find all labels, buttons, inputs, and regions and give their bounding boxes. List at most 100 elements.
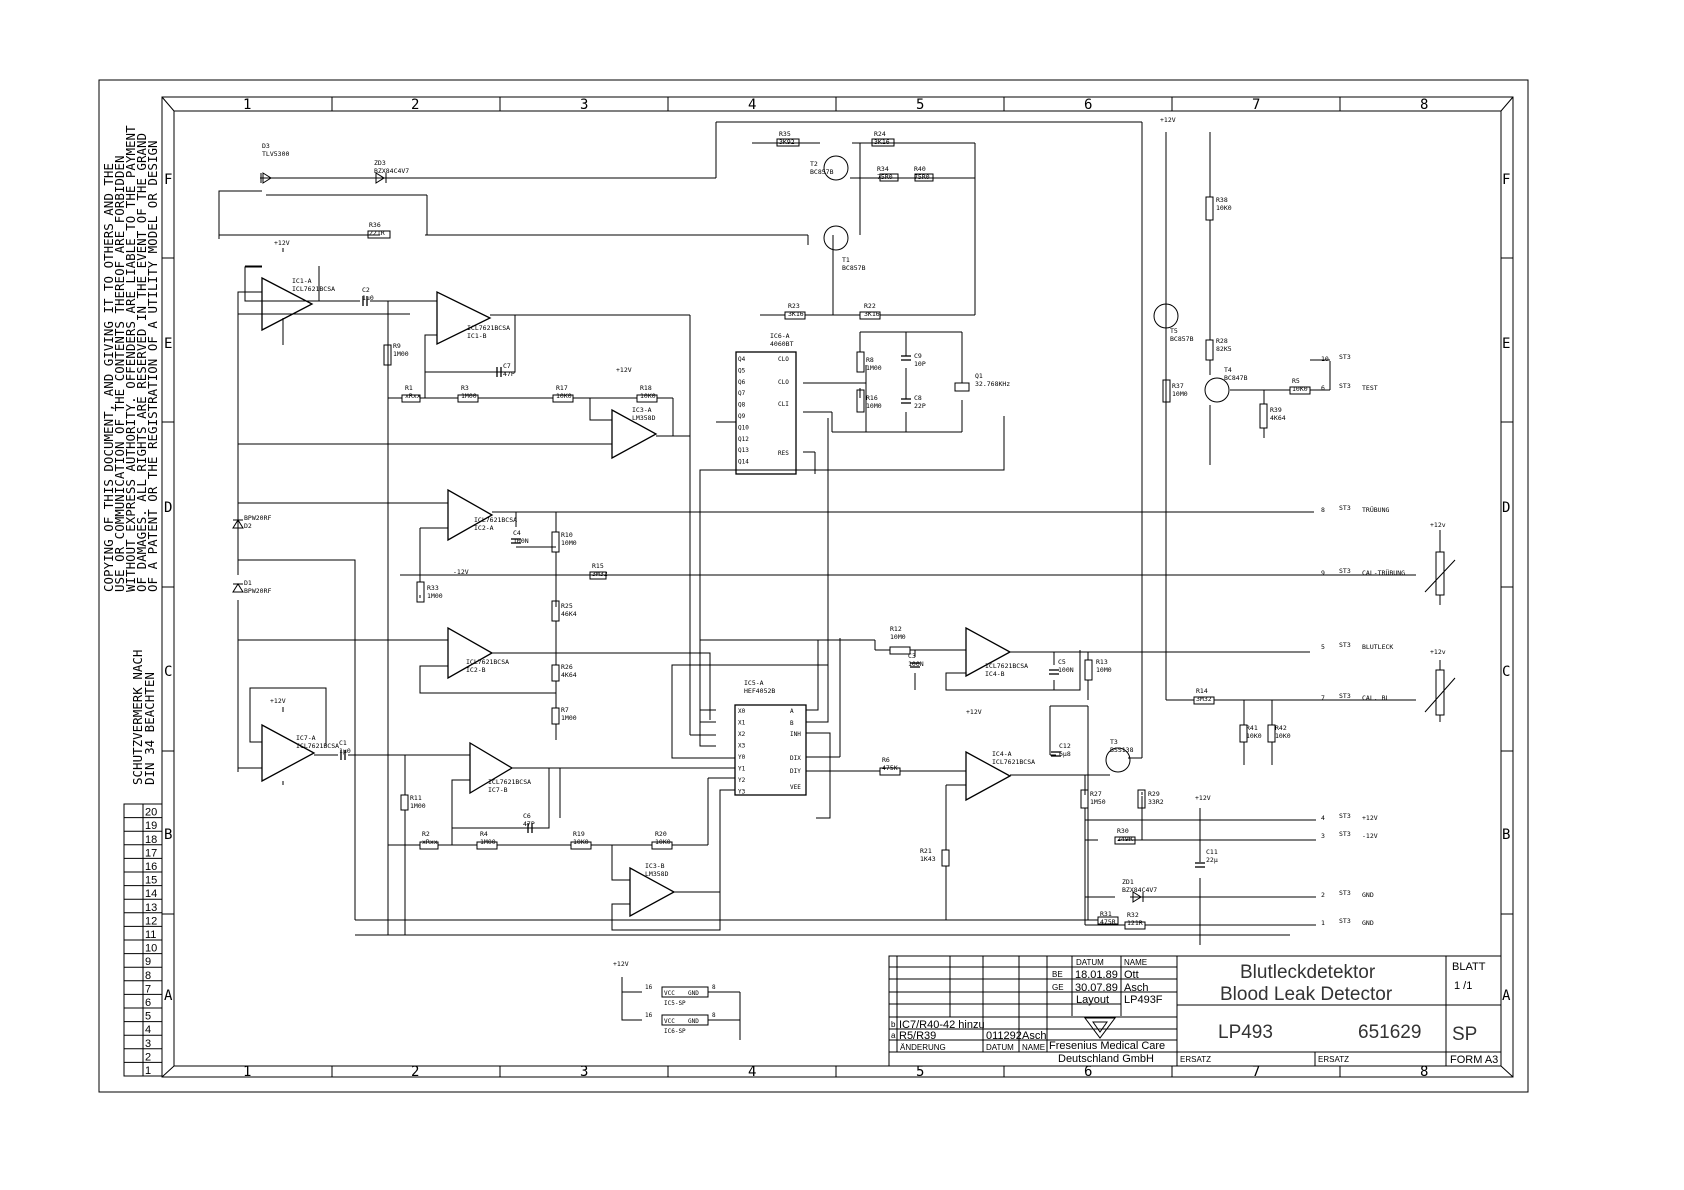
hdr-name-2: NAME — [1022, 1043, 1045, 1052]
label-ic3a-name: IC3-A — [632, 406, 652, 414]
label-r41-ref: R41 — [1246, 724, 1258, 732]
label-r34-ref: R34 — [877, 165, 889, 173]
capacitor-c2 — [362, 296, 368, 306]
connector-1-signal: TEST — [1362, 384, 1378, 392]
col-top-6: 6 — [1084, 97, 1092, 113]
resistor-r19 — [570, 841, 592, 850]
opamp-ic1b — [436, 290, 492, 346]
label-d1-value: BPW20RF — [244, 587, 271, 595]
ic6-pin-q7: Q7 — [738, 390, 746, 397]
label-r10-value: 10M0 — [561, 539, 577, 547]
capacitor-c6 — [527, 823, 533, 833]
label-zd3-value: BZX84C4V7 — [374, 167, 409, 175]
row-right-B: B — [1502, 827, 1510, 843]
label-r26-ref: R26 — [561, 663, 573, 671]
supply-pos-7: +12V — [1160, 116, 1176, 124]
label-r25-value: 46K4 — [561, 610, 577, 618]
col-bot-1: 1 — [243, 1064, 251, 1080]
label-c3-value: 100N — [908, 660, 924, 668]
supply-pos-3: +12V — [270, 697, 286, 705]
ic5-pin-y3: Y3 — [738, 789, 746, 796]
resistor-r28 — [1205, 339, 1214, 361]
capacitor-c4 — [511, 538, 521, 544]
diodes — [232, 172, 1144, 903]
label-d3-value: TLV5300 — [262, 150, 289, 158]
label-r6-ref: R6 — [882, 756, 890, 764]
ic5-pin-y2: Y2 — [738, 777, 746, 784]
transistor-t3 — [1105, 747, 1131, 773]
label-ic7b-part: IC7-B — [488, 786, 508, 794]
label-ic3b-part: LM358D — [645, 870, 669, 878]
connector-8-signal: GND — [1362, 891, 1374, 899]
connector-1-ref: ST3 — [1339, 382, 1351, 390]
label-t2-value: BC857B — [810, 168, 834, 176]
label-c11-value: 22µ — [1206, 856, 1218, 864]
resistors — [367, 138, 1311, 930]
ic5-pin-y1: Y1 — [738, 766, 746, 773]
row-left-C: C — [164, 664, 172, 680]
power-boxes: 16 VCC GND 8 IC5-SP 16 VCC GND 8 IC6-SP — [645, 984, 716, 1035]
label-r10-ref: R10 — [561, 531, 573, 539]
col-bot-4: 4 — [748, 1064, 756, 1080]
zener-zd1 — [1132, 891, 1144, 903]
label-ic6-part: 4060BT — [770, 340, 794, 348]
ic5-pin-right-inh: INH — [790, 731, 801, 738]
resistor-r33 — [416, 581, 425, 603]
ic6-pin-right-2: CLI — [778, 401, 789, 408]
capacitor-c5 — [1049, 669, 1059, 675]
label-c6-ref: C6 — [523, 812, 531, 820]
label-t1-value: BC857B — [842, 264, 866, 272]
capacitor-c8 — [901, 398, 911, 404]
label-d1-ref: D1 — [244, 579, 252, 587]
power-box-ic5-gnd: GND — [688, 990, 699, 997]
ic-labels: IC1-AICL7621BCSAICL7621BCSAIC1-BIC3-ALM3… — [292, 277, 1035, 878]
revision-index-15: 15 — [145, 875, 157, 887]
label-r23-ref: R23 — [788, 302, 800, 310]
resistor-r21 — [941, 849, 950, 867]
label-r15-value: 3M32 — [592, 570, 608, 578]
col-bot-6: 6 — [1084, 1064, 1092, 1080]
label-t1-ref: T1 — [842, 256, 850, 264]
label-r12-ref: R12 — [890, 625, 902, 633]
revision-index-18: 18 — [145, 834, 157, 846]
blatt-label: BLATT — [1452, 961, 1486, 973]
ic5-pin-right-a: A — [790, 708, 794, 715]
supply-pos-0: +12V — [274, 239, 290, 247]
label-r19-ref: R19 — [573, 830, 585, 838]
revision-index-6: 6 — [145, 997, 151, 1009]
ic6-pin-q9: Q9 — [738, 413, 746, 420]
hdr-name: NAME — [1124, 958, 1147, 967]
title-block: DATUM NAME BE 18.01.89 Ott GE 30.07.89 A… — [888, 955, 1502, 1067]
supply-pos-4: +12V — [966, 708, 982, 716]
label-r16-value: 10M0 — [866, 402, 882, 410]
label-zd1-ref: ZD1 — [1122, 878, 1134, 886]
label-t2-ref: T2 — [810, 160, 818, 168]
opamp-ic4b — [965, 626, 1012, 678]
resistors-vertical — [383, 196, 1276, 867]
label-r41-value: 10K0 — [1246, 732, 1262, 740]
label-r33-value: 1M00 — [427, 592, 443, 600]
rev-a-date: 011292 — [986, 1030, 1022, 1042]
resistor-r11 — [400, 794, 409, 811]
label-r5-ref: R5 — [1292, 377, 1300, 385]
connector-5-signal: CAL. BL — [1362, 694, 1389, 702]
ic6-pin-q12: Q12 — [738, 436, 749, 443]
label-r36-value: 221R — [369, 229, 385, 237]
label-d2-value: D2 — [244, 522, 252, 530]
label-c1-value: 1µ0 — [339, 747, 351, 755]
connector-2-num: 8 — [1321, 506, 1325, 514]
label-t4-ref: T4 — [1224, 366, 1232, 374]
copyright-line-1: COPYING OF THIS DOCUMENT, AND GIVING IT … — [101, 163, 116, 592]
diode-zd3 — [375, 172, 387, 184]
connector-9-ref: ST3 — [1339, 917, 1351, 925]
label-d3-ref: D3 — [262, 142, 270, 150]
ic6-pin-q8: Q8 — [738, 402, 746, 409]
label-c5-ref: C5 — [1058, 658, 1066, 666]
capacitor-c11 — [1195, 862, 1205, 868]
label-r30-value: 249R — [1117, 835, 1133, 843]
revision-index-12: 12 — [145, 915, 157, 927]
label-c4-value: 100N — [513, 537, 529, 545]
revision-index-9: 9 — [145, 956, 151, 968]
label-r7-ref: R7 — [561, 706, 569, 714]
ic5-pin-right-b: B — [790, 720, 794, 727]
